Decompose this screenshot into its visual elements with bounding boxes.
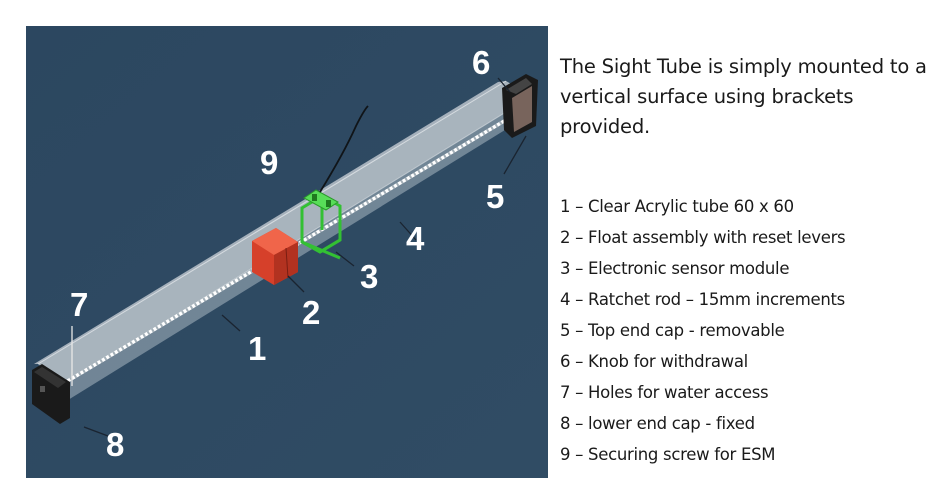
legend-item-9: 9 – Securing screw for ESM bbox=[560, 445, 776, 464]
legend-item-6: 6 – Knob for withdrawal bbox=[560, 352, 748, 371]
callout-4: 4 bbox=[406, 220, 425, 257]
callout-6: 6 bbox=[472, 44, 490, 81]
callout-1: 1 bbox=[248, 330, 266, 367]
callout-2: 2 bbox=[302, 294, 320, 331]
callout-5: 5 bbox=[486, 178, 504, 215]
top-end-cap bbox=[502, 74, 538, 138]
sight-tube-diagram: 1 2 3 4 5 6 7 8 9 bbox=[26, 26, 548, 478]
legend-item-3: 3 – Electronic sensor module bbox=[560, 259, 790, 278]
lower-end-cap bbox=[32, 364, 70, 424]
securing-screw bbox=[303, 189, 339, 211]
callout-7: 7 bbox=[70, 286, 88, 323]
sight-tube-illustration: 1 2 3 4 5 6 7 8 9 bbox=[26, 26, 548, 478]
legend-item-7: 7 – Holes for water access bbox=[560, 383, 769, 402]
leader-lines bbox=[83, 77, 527, 437]
callout-3: 3 bbox=[360, 258, 378, 295]
parts-legend: 1 – Clear Acrylic tube 60 x 60 2 – Float… bbox=[560, 191, 846, 470]
legend-item-8: 8 – lower end cap - fixed bbox=[560, 414, 755, 433]
description-panel: The Sight Tube is simply mounted to a ve… bbox=[560, 52, 932, 464]
legend-item-4: 4 – Ratchet rod – 15mm increments bbox=[560, 290, 845, 309]
sensor-cable bbox=[319, 105, 369, 193]
float-assembly bbox=[252, 228, 298, 285]
legend-item-5: 5 – Top end cap - removable bbox=[560, 321, 785, 340]
callout-8: 8 bbox=[106, 426, 124, 463]
callout-9: 9 bbox=[260, 144, 278, 181]
legend-item-1: 1 – Clear Acrylic tube 60 x 60 bbox=[560, 197, 794, 216]
intro-paragraph: The Sight Tube is simply mounted to a ve… bbox=[560, 55, 927, 138]
legend-item-2: 2 – Float assembly with reset levers bbox=[560, 228, 846, 247]
